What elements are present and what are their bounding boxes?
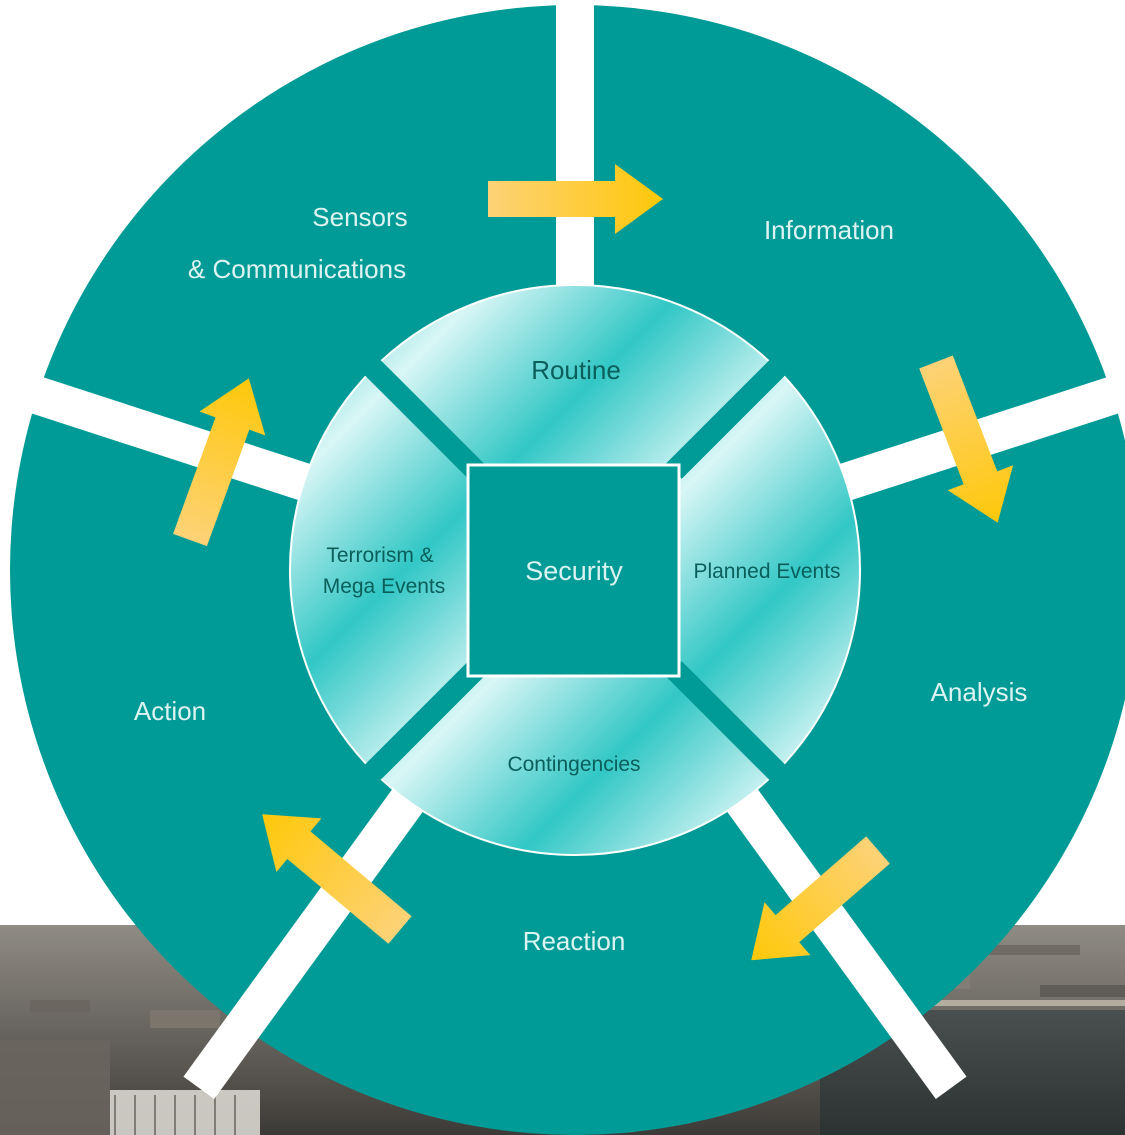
label-sensors-line2: & Communications [188, 254, 406, 284]
label-planned-events: Planned Events [693, 560, 840, 583]
label-routine: Routine [531, 355, 621, 385]
label-action: Action [134, 696, 206, 726]
label-contingencies: Contingencies [507, 753, 640, 776]
inner-gap-0 [666, 355, 790, 479]
center-square [466, 463, 681, 678]
outer-gap-3 [183, 761, 444, 1099]
label-terrorism-line2: Mega Events [323, 575, 446, 598]
outer-gap-2 [706, 761, 967, 1099]
inner-gap-3 [360, 355, 484, 479]
flow-arrow-information-to-analysis [919, 355, 1014, 523]
outer-ring-gaps [0, 0, 1125, 1088]
outer-gap-4 [0, 363, 344, 511]
label-security: Security [525, 556, 623, 586]
label-reaction: Reaction [523, 926, 626, 956]
label-sensors-line1: Sensors [312, 202, 407, 232]
label-analysis: Analysis [931, 677, 1028, 707]
outer-gap-1 [806, 371, 1125, 511]
flow-arrow-reaction-to-action [262, 814, 412, 944]
label-information: Information [764, 215, 894, 245]
flow-arrows [173, 164, 1014, 961]
flow-arrow-sensors-to-information [488, 164, 663, 234]
inner-ring-gaps [360, 355, 790, 785]
inner-gap-1 [666, 661, 790, 785]
inner-gap-2 [360, 661, 484, 785]
label-terrorism-line1: Terrorism & [326, 544, 433, 567]
flow-arrow-action-to-sensors [173, 378, 266, 547]
flow-arrow-analysis-to-reaction [751, 836, 890, 961]
